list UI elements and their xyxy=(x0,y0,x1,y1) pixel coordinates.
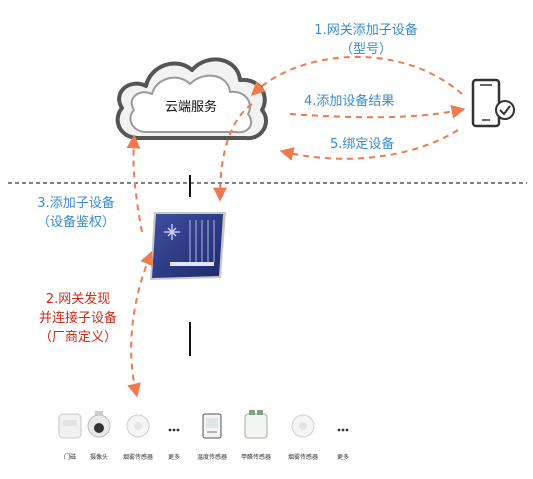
door-sensor-icon xyxy=(58,413,82,439)
gateway-icon xyxy=(150,212,226,280)
step-3-line-2: （设备鉴权） xyxy=(36,215,115,230)
arrow-step-1 xyxy=(250,56,463,96)
step-4-label: 4.添加设备结果 xyxy=(304,94,395,109)
device-label-temperature-sensor: 温度传感器 xyxy=(196,454,228,461)
device-label-more-2: 更多 xyxy=(336,454,350,461)
smoke-sensor-icon xyxy=(291,414,315,438)
step-2-line-2: 并连接子设备 xyxy=(38,311,117,326)
device-label-more: 更多 xyxy=(167,454,181,461)
device-label-camera: 摄像头 xyxy=(89,454,109,461)
step-3-line-1: 3.添加子设备 xyxy=(37,196,115,211)
formaldehyde-sensor-icon xyxy=(244,410,268,439)
more-dots-icon xyxy=(168,428,180,432)
step-1-line-2: （型号） xyxy=(339,42,392,57)
cloud-icon xyxy=(115,57,268,141)
step-1-label: 1.网关添加子设备 （型号） xyxy=(296,21,436,59)
step-5-label: 5.绑定设备 xyxy=(330,137,395,152)
arrow-step-5 xyxy=(279,129,459,161)
step-2-line-3: （厂商定义） xyxy=(38,330,117,345)
camera-icon xyxy=(87,411,111,438)
device-label-smoke-sensor-2: 烟雾传感器 xyxy=(287,454,319,461)
step-2-line-1: 2.网关发现 xyxy=(45,292,111,307)
more-dots-icon xyxy=(337,428,349,432)
arrow-step-3 xyxy=(126,134,143,233)
device-label-smoke-sensor: 烟雾传感器 xyxy=(122,454,154,461)
device-label-door-sensor: 门磁 xyxy=(63,454,77,461)
device-label-formaldehyde-sensor: 甲醛传感器 xyxy=(240,454,272,461)
temperature-sensor-icon xyxy=(202,413,222,439)
arrow-step-4 xyxy=(289,104,466,119)
smoke-sensor-icon xyxy=(126,414,150,438)
step-3-label: 3.添加子设备 （设备鉴权） xyxy=(20,194,132,232)
step-2-label: 2.网关发现 并连接子设备 （厂商定义） xyxy=(22,290,134,347)
arrow-step-2 xyxy=(127,250,154,398)
cloud-label: 云端服务 xyxy=(165,100,218,115)
step-1-line-1: 1.网关添加子设备 xyxy=(314,23,418,38)
smartphone-check-icon xyxy=(471,78,515,128)
